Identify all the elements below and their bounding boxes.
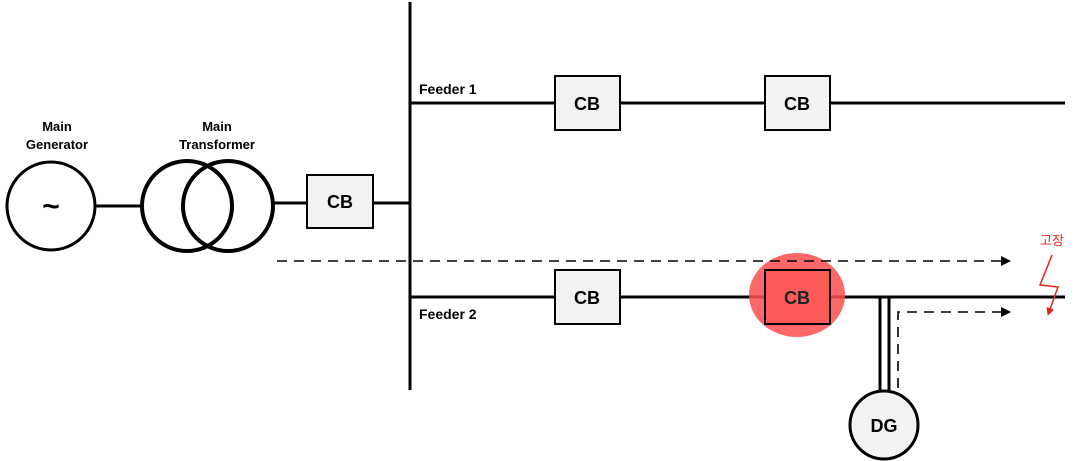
- feeder1-breaker-b: [764, 75, 831, 131]
- feeder2-label: Feeder 2: [419, 306, 477, 322]
- feeder2-breaker-a: [554, 269, 621, 325]
- transformer-primary-winding: [140, 159, 234, 253]
- fault-lightning-icon: [1038, 254, 1060, 316]
- feeder1-cb-b-label: CB: [784, 94, 810, 114]
- feeder2-cb-b-label: CB: [784, 288, 810, 308]
- fault-current-path-dg: [897, 307, 1011, 388]
- fault-label: 고장: [1040, 234, 1064, 249]
- distributed-generator: [848, 389, 920, 461]
- feeder1-cb-a-label: CB: [574, 94, 600, 114]
- main-cb-label: CB: [327, 192, 353, 212]
- main-transformer-label-line2: Transformer: [179, 137, 255, 152]
- generator-symbol: ~: [42, 190, 60, 223]
- transformer-secondary-winding: [181, 159, 275, 253]
- main-generator-label-line2: Generator: [26, 137, 88, 152]
- feeder2-cb-a-label: CB: [574, 288, 600, 308]
- dg-label: DG: [871, 416, 898, 436]
- main-transformer-label-line1: Main: [202, 119, 232, 134]
- feeder2-breaker-b-tripped: [764, 269, 831, 325]
- main-generator-label-line1: Main: [42, 119, 72, 134]
- main-circuit-breaker: [306, 174, 374, 229]
- feeder1-label: Feeder 1: [419, 81, 477, 97]
- feeder1-breaker-a: [554, 75, 621, 131]
